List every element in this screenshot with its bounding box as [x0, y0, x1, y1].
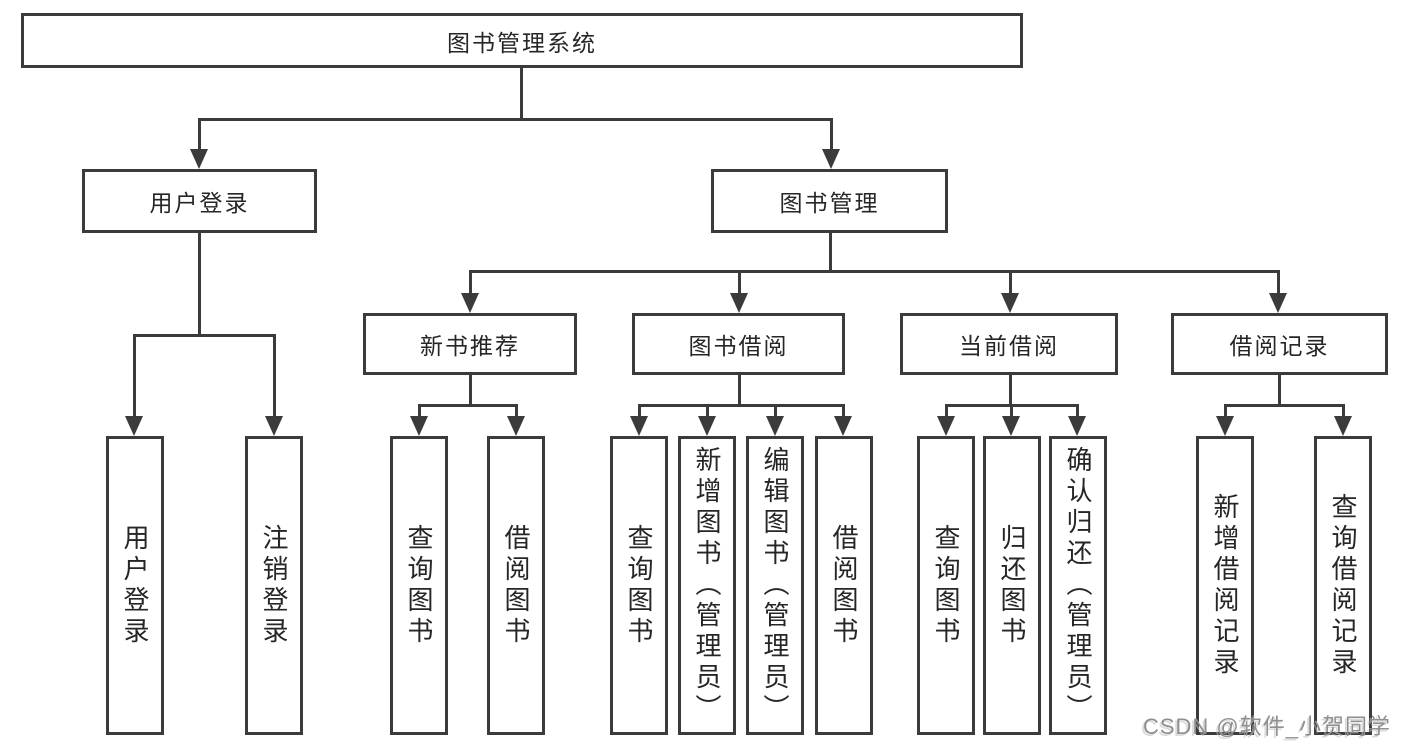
leaf-query-books-borrow: 查询图书 — [610, 436, 668, 735]
arrow-down-icon — [1002, 416, 1020, 436]
leaf-edit-book-admin: 编辑图书（管理员） — [746, 436, 804, 735]
connector-line — [738, 375, 741, 407]
connector-line — [418, 404, 518, 407]
arrow-down-icon — [834, 416, 852, 436]
connector-line — [198, 118, 201, 152]
connector-line — [1010, 404, 1013, 420]
arrow-down-icon — [630, 416, 648, 436]
leaf-label: 查询图书 — [624, 523, 654, 648]
connector-line — [273, 334, 276, 419]
connector-line — [469, 270, 1280, 273]
connector-line — [638, 404, 641, 420]
leaf-label: 归还图书 — [997, 523, 1027, 648]
arrow-down-icon — [730, 293, 748, 313]
node-borrowing-records: 借阅记录 — [1171, 313, 1388, 375]
connector-line — [738, 270, 741, 294]
leaf-label: 新增图书（管理员） — [692, 446, 722, 725]
leaf-return-books: 归还图书 — [983, 436, 1041, 735]
leaf-user-login: 用户登录 — [106, 436, 164, 735]
leaf-query-books-recommend: 查询图书 — [390, 436, 448, 735]
arrow-down-icon — [1334, 416, 1352, 436]
node-current-borrowing: 当前借阅 — [900, 313, 1118, 375]
connector-line — [1076, 404, 1079, 420]
leaf-label: 注销登录 — [259, 523, 289, 648]
connector-line — [520, 68, 523, 120]
leaf-logout: 注销登录 — [245, 436, 303, 735]
leaf-add-borrow-record: 新增借阅记录 — [1196, 436, 1254, 735]
node-label: 用户登录 — [149, 190, 250, 216]
arrow-down-icon — [766, 416, 784, 436]
leaf-borrow-books-recommend: 借阅图书 — [487, 436, 545, 735]
leaf-label: 新增借阅记录 — [1210, 492, 1240, 679]
arrow-down-icon — [698, 416, 716, 436]
node-book-management: 图书管理 — [711, 169, 948, 233]
connector-line — [945, 404, 948, 420]
connector-line — [133, 334, 275, 337]
connector-line — [133, 334, 136, 419]
leaf-label: 查询图书 — [931, 523, 961, 648]
leaf-query-books-current: 查询图书 — [917, 436, 975, 735]
leaf-confirm-return-admin: 确认归还（管理员） — [1049, 436, 1107, 735]
connector-line — [1224, 404, 1344, 407]
connector-line — [638, 404, 845, 407]
leaf-label: 借阅图书 — [501, 523, 531, 648]
arrow-down-icon — [1001, 293, 1019, 313]
leaf-label: 查询借阅记录 — [1328, 492, 1358, 679]
leaf-query-borrow-record: 查询借阅记录 — [1314, 436, 1372, 735]
leaf-borrow-books: 借阅图书 — [815, 436, 873, 735]
arrow-down-icon — [1068, 416, 1086, 436]
node-label: 当前借阅 — [959, 333, 1059, 359]
connector-line — [1342, 404, 1345, 420]
arrow-down-icon — [190, 149, 208, 169]
arrow-down-icon — [507, 416, 525, 436]
watermark: CSDN @软件_小贺同学 — [1142, 714, 1391, 739]
node-user-login: 用户登录 — [82, 169, 317, 233]
node-label: 图书管理 — [779, 190, 880, 216]
connector-line — [469, 270, 472, 294]
connector-line — [706, 404, 709, 420]
node-label: 图书管理系统 — [447, 29, 597, 56]
connector-line — [469, 375, 472, 407]
connector-line — [515, 404, 518, 420]
connector-line — [198, 118, 833, 121]
connector-line — [830, 118, 833, 152]
arrow-down-icon — [461, 293, 479, 313]
connector-line — [1277, 270, 1280, 294]
arrow-down-icon — [937, 416, 955, 436]
connector-line — [198, 233, 201, 337]
node-book-borrowing: 图书借阅 — [632, 313, 845, 375]
leaf-label: 借阅图书 — [829, 523, 859, 648]
node-label: 借阅记录 — [1229, 333, 1330, 359]
connector-line — [1278, 375, 1281, 407]
node-label: 图书借阅 — [688, 333, 789, 359]
connector-line — [418, 404, 421, 420]
arrow-down-icon — [410, 416, 428, 436]
connector-line — [842, 404, 845, 420]
connector-line — [774, 404, 777, 420]
arrow-down-icon — [125, 416, 143, 436]
node-label: 新书推荐 — [420, 333, 520, 359]
connector-line — [1009, 270, 1012, 294]
connector-line — [829, 233, 832, 273]
arrow-down-icon — [1216, 416, 1234, 436]
connector-line — [1009, 375, 1012, 407]
arrow-down-icon — [265, 416, 283, 436]
leaf-label: 用户登录 — [120, 523, 150, 648]
arrow-down-icon — [1269, 293, 1287, 313]
connector-line — [1224, 404, 1227, 420]
leaf-label: 确认归还（管理员） — [1063, 446, 1093, 725]
leaf-add-book-admin: 新增图书（管理员） — [678, 436, 736, 735]
arrow-down-icon — [822, 149, 840, 169]
node-library-management-system: 图书管理系统 — [21, 13, 1023, 68]
leaf-label: 编辑图书（管理员） — [760, 446, 790, 725]
leaf-label: 查询图书 — [404, 523, 434, 648]
node-new-book-recommendation: 新书推荐 — [363, 313, 577, 375]
